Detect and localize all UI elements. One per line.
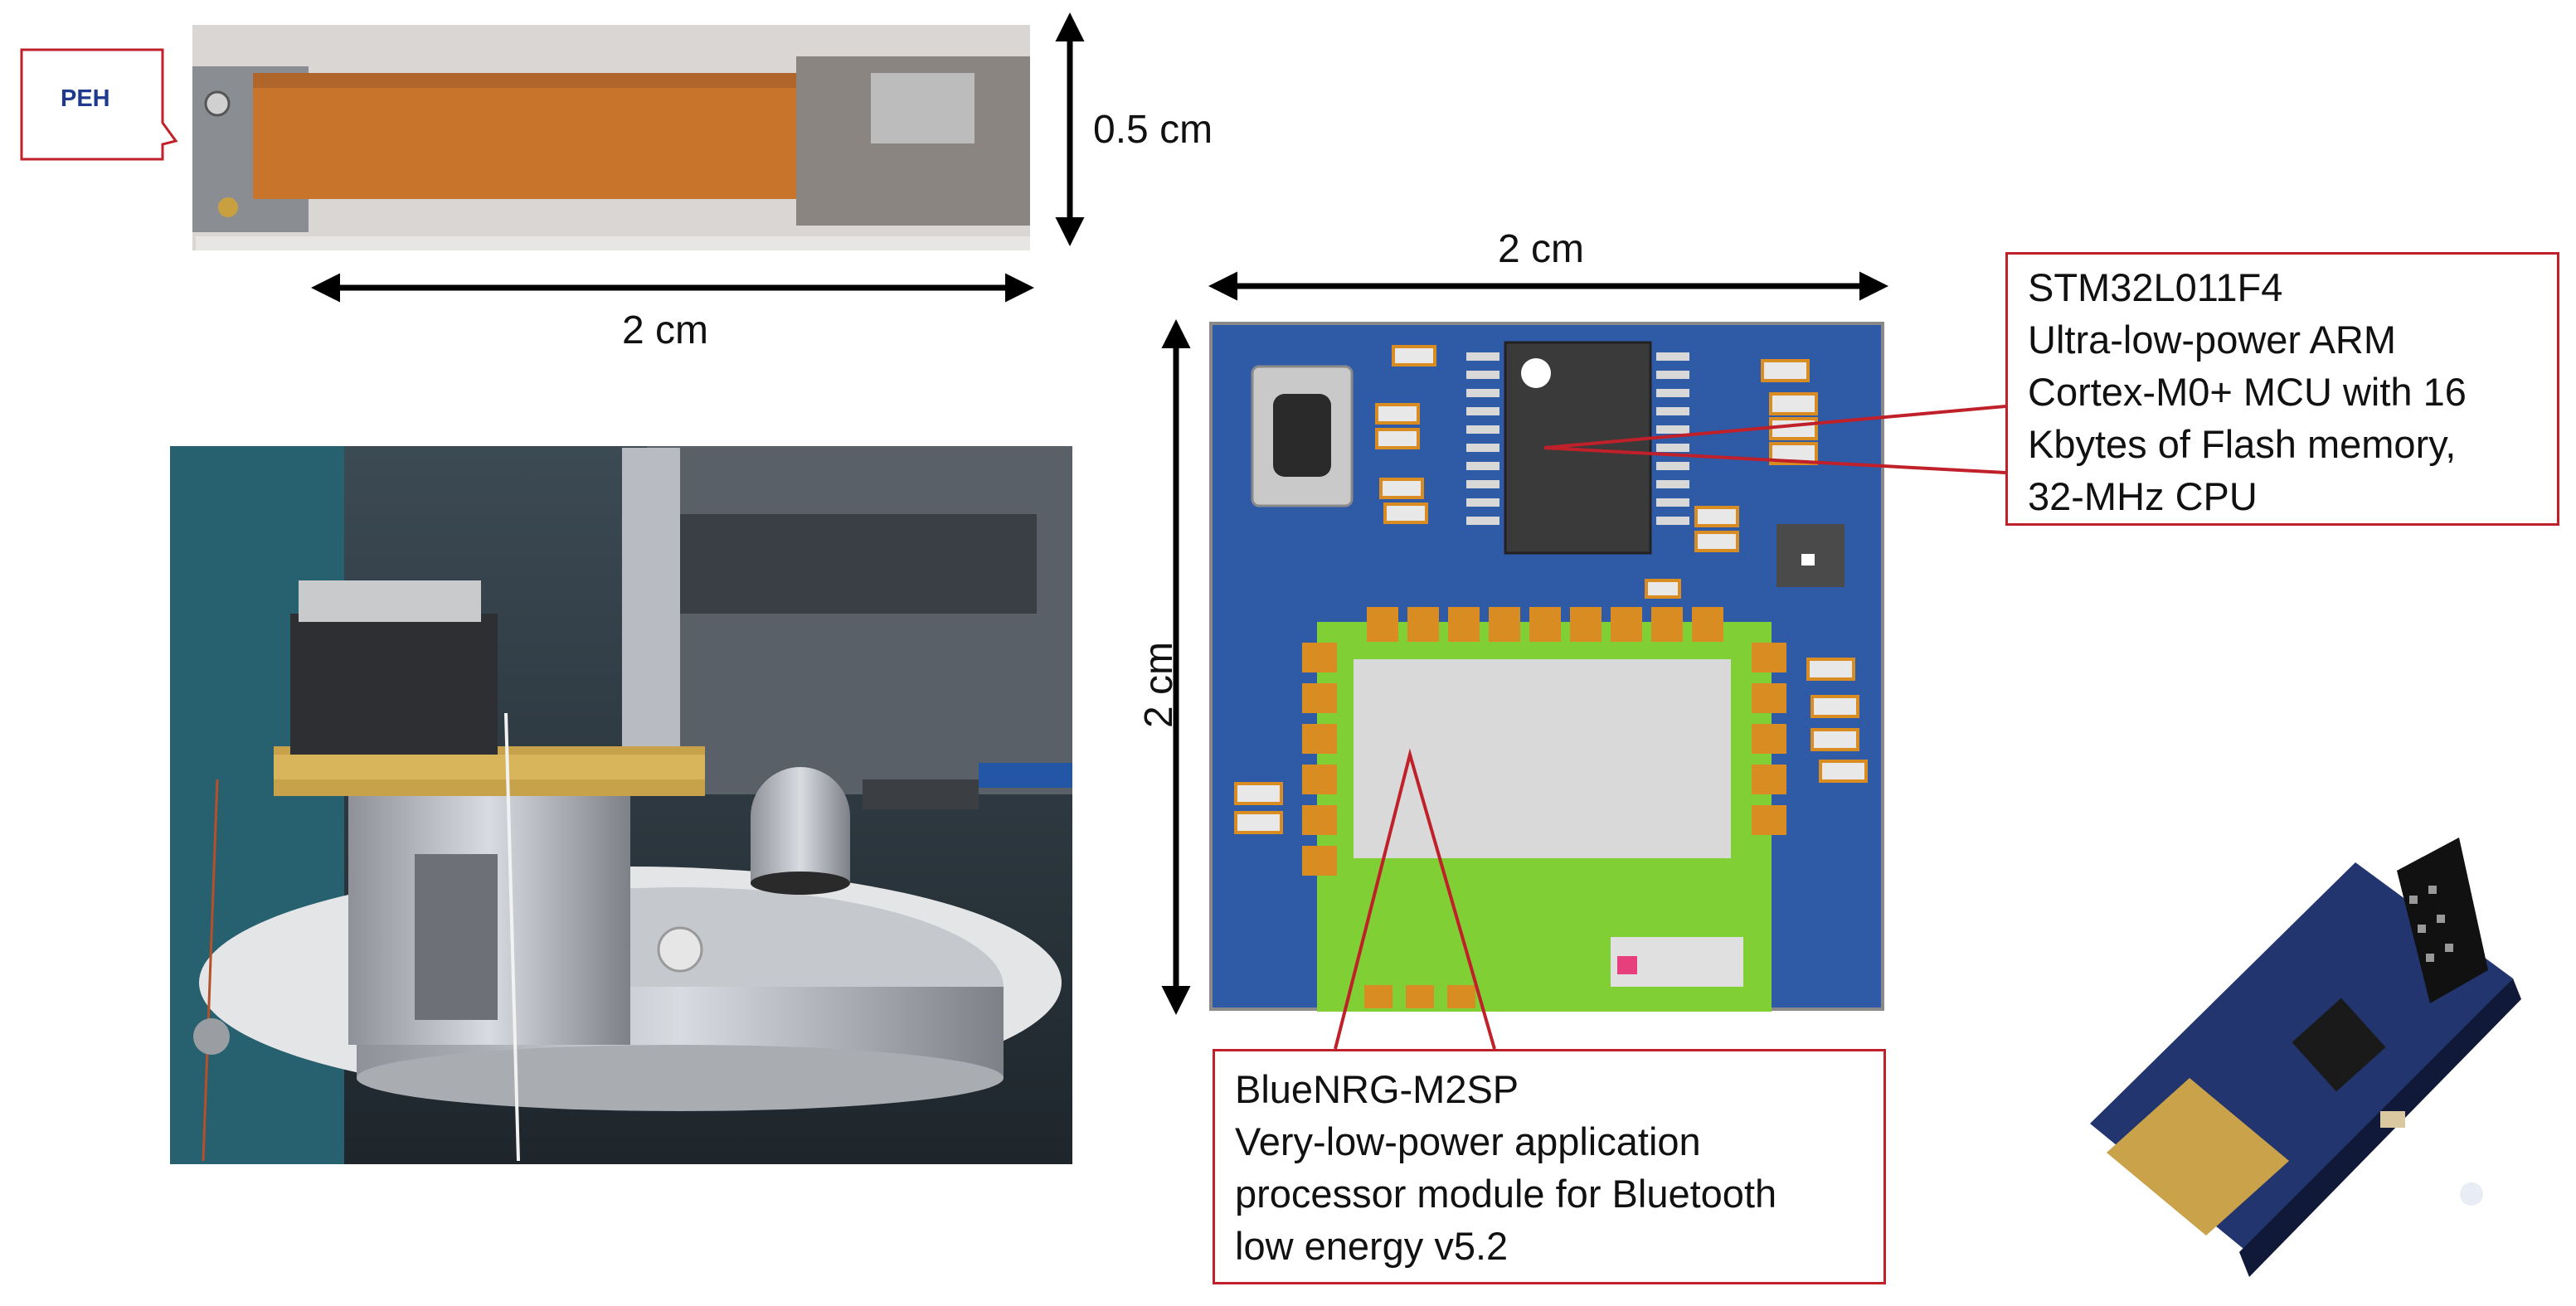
peh-strip-photo: [192, 25, 1030, 250]
board-height-label: 2 cm: [1137, 641, 1182, 729]
ble-callout-line: processor module for Bluetooth: [1235, 1172, 1777, 1216]
mcu-pins: [1466, 352, 1689, 525]
strip-height-label: 0.5 cm: [1093, 108, 1213, 152]
mcu-callout-line: Cortex-M0+ MCU with 16: [2028, 370, 2467, 414]
mcu-callout: STM32L011F4 Ultra-low-power ARM Cortex-M…: [2005, 252, 2559, 526]
mcu-callout-line: 32-MHz CPU: [2028, 474, 2258, 518]
mcu-callout-line: Kbytes of Flash memory,: [2028, 422, 2457, 466]
ble-callout-line: Very-low-power application: [1235, 1119, 1701, 1163]
lab-setup-photo: [170, 446, 1072, 1164]
peh-callout-box: [20, 48, 178, 161]
passive-components: [1234, 345, 1868, 834]
peh-label: PEH: [61, 85, 110, 112]
strip-width-label: 2 cm: [622, 308, 709, 352]
mcu-leader-line: [1543, 405, 2006, 474]
ble-callout-line: low energy v5.2: [1235, 1224, 1509, 1268]
mcu-callout-line: Ultra-low-power ARM: [2028, 318, 2396, 362]
dev-board-photo: [2090, 837, 2521, 1277]
mcu-callout-line: STM32L011F4: [2028, 265, 2283, 309]
ble-callout: BlueNRG-M2SP Very-low-power application …: [1213, 1049, 1886, 1284]
ble-leader-line: [1334, 748, 1496, 1050]
ble-callout-line: BlueNRG-M2SP: [1235, 1067, 1519, 1111]
module-pads: [1302, 607, 1786, 1008]
board-width-label: 2 cm: [1498, 227, 1585, 271]
